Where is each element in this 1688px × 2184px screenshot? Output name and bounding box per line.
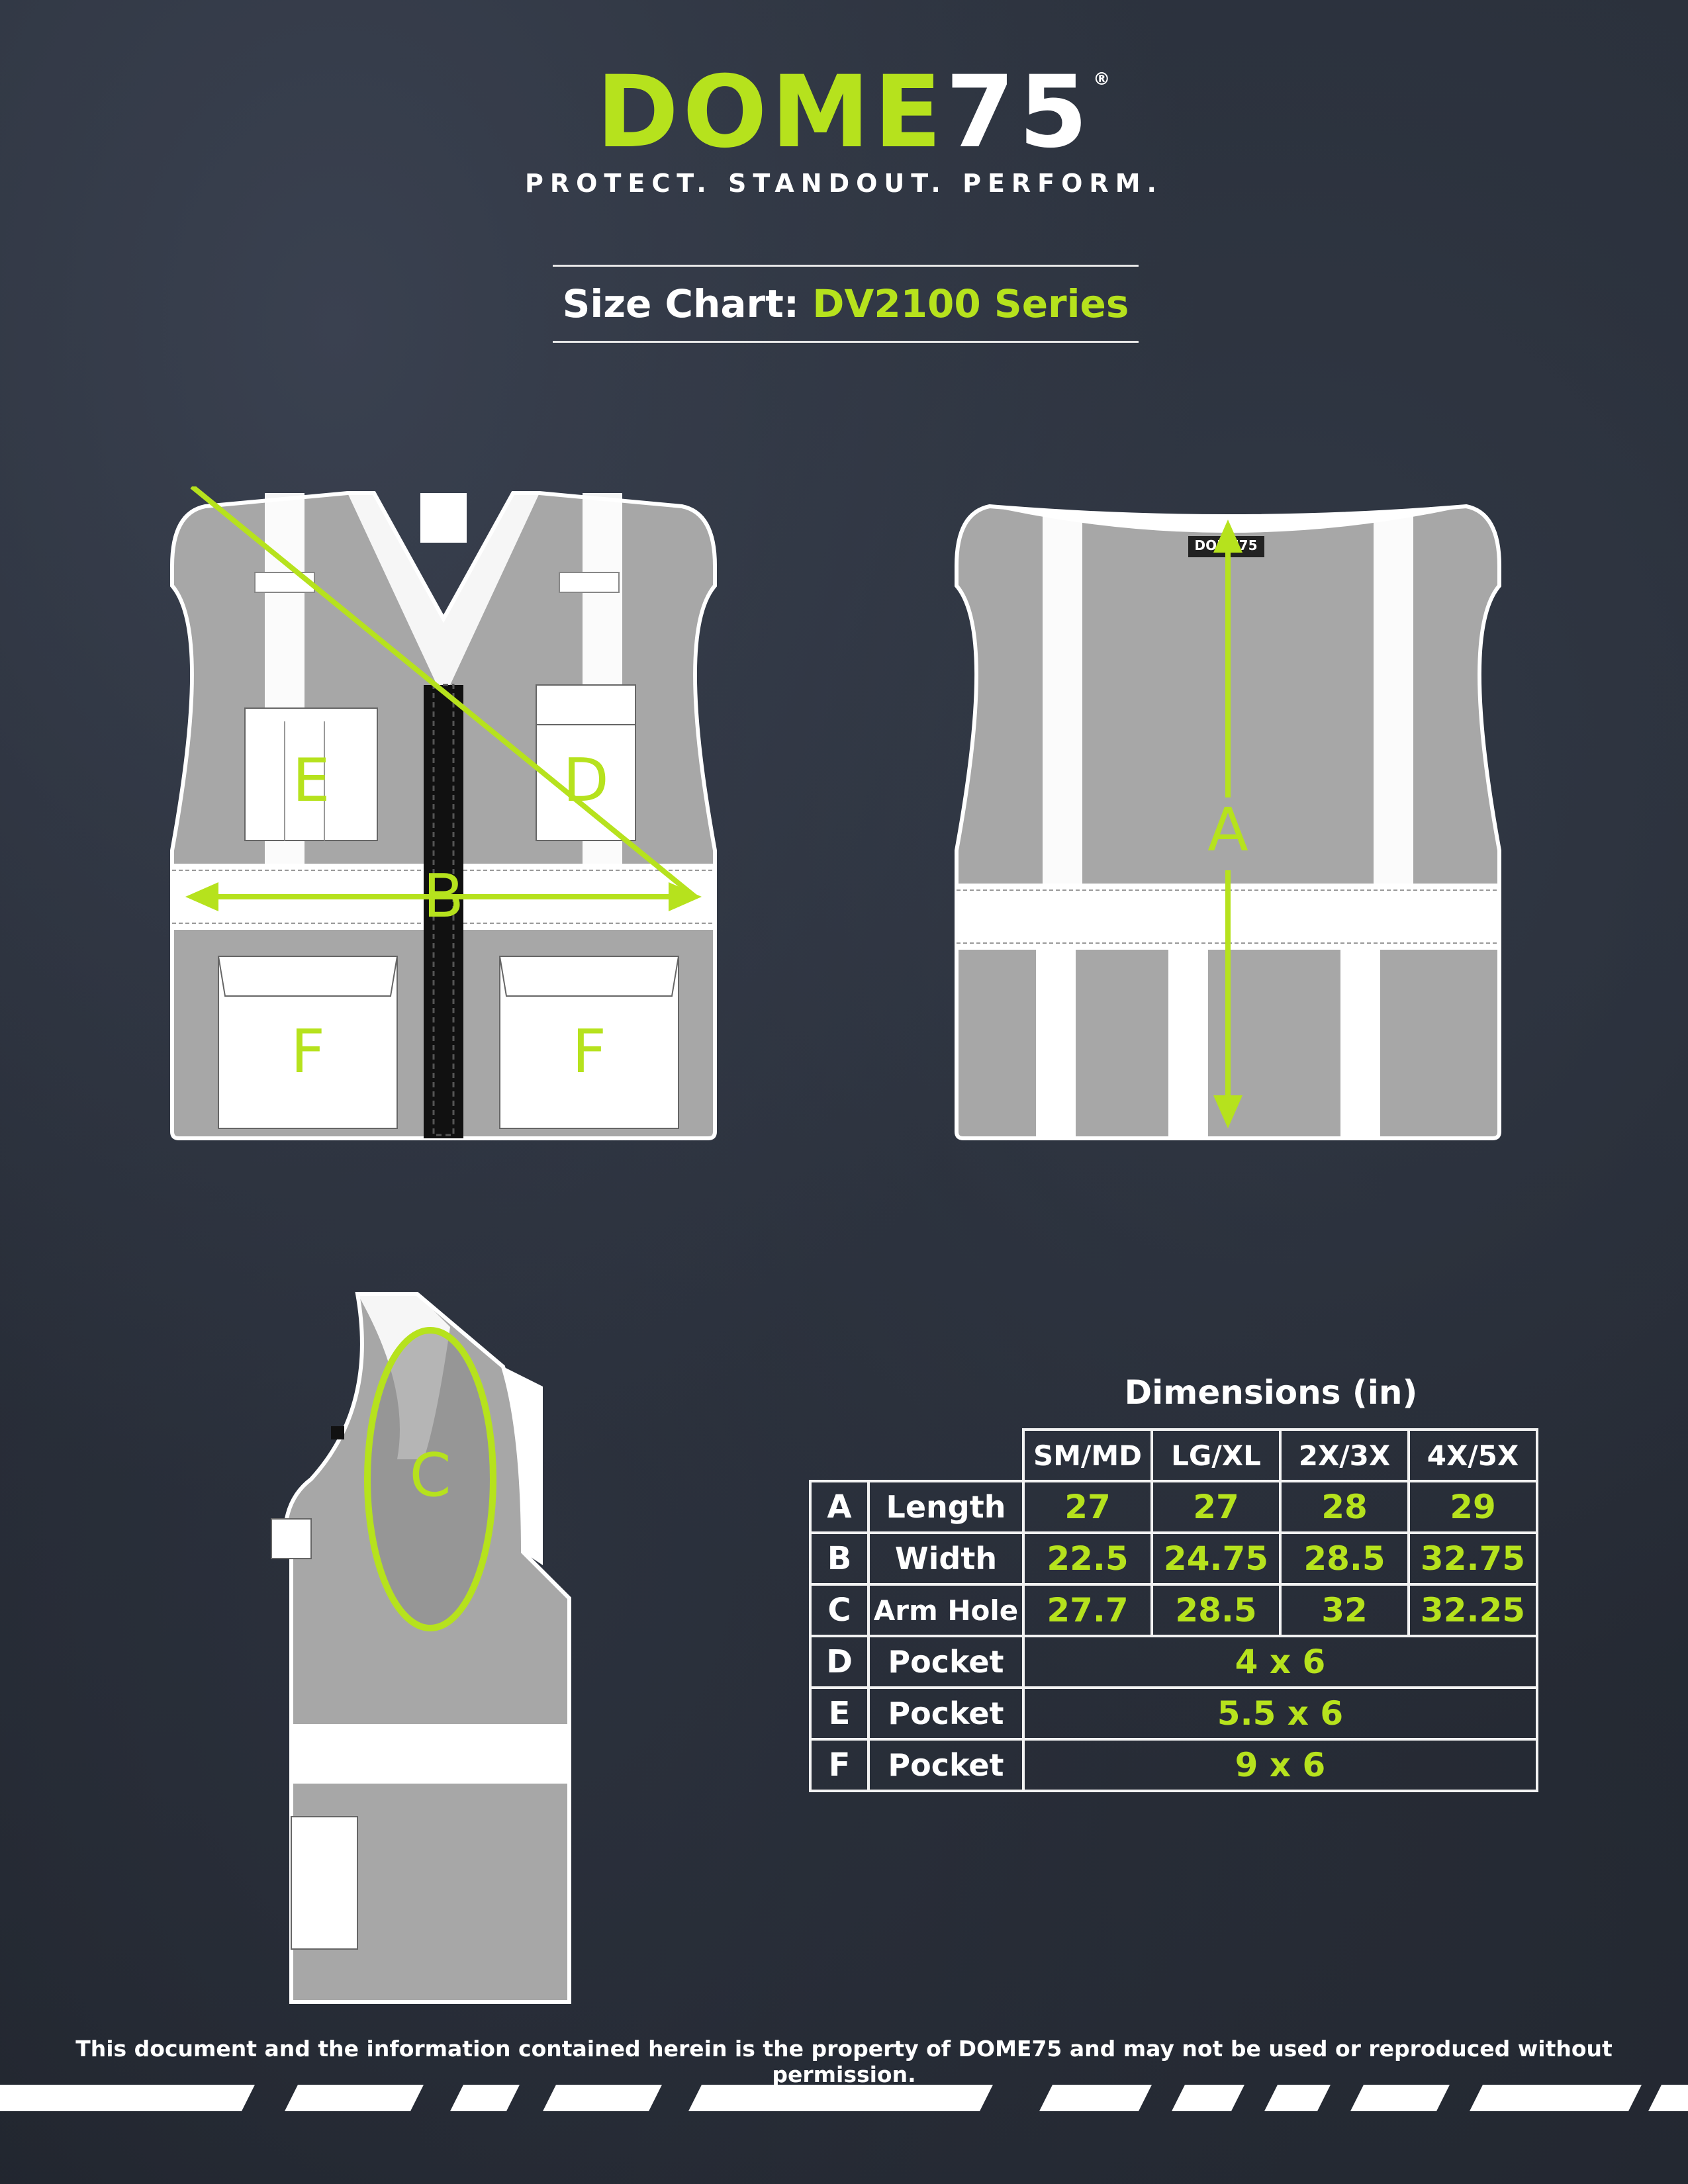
row-name: Width <box>867 1531 1025 1586</box>
label-f-right: F <box>572 1017 606 1087</box>
zipper <box>424 685 463 1138</box>
footer-stripes <box>0 2085 1688 2111</box>
row-letter: F <box>809 1738 870 1792</box>
table-row: A Length 27 27 28 29 <box>809 1480 1538 1534</box>
row-name: Pocket <box>867 1635 1025 1689</box>
registered-mark: ® <box>1093 69 1115 89</box>
row-value: 27 <box>1150 1480 1282 1534</box>
dimensions-title: Dimensions (in) <box>1124 1373 1418 1412</box>
row-name: Pocket <box>867 1738 1025 1792</box>
row-value: 28.5 <box>1279 1531 1410 1586</box>
row-value: 24.75 <box>1150 1531 1282 1586</box>
label-e: E <box>293 746 330 815</box>
size-header: 2X/3X <box>1279 1428 1410 1482</box>
label-c: C <box>410 1441 451 1510</box>
table-row: F Pocket 9 x 6 <box>809 1738 1538 1792</box>
label-d: D <box>563 746 608 815</box>
size-header: SM/MD <box>1022 1428 1153 1482</box>
dimensions-table: SM/MD LG/XL 2X/3X 4X/5X A Length 27 27 2… <box>809 1428 1538 1792</box>
row-value: 29 <box>1407 1480 1538 1534</box>
page-title: Size Chart: DV2100 Series <box>553 281 1139 326</box>
logo-number: 75 <box>945 55 1092 170</box>
table-corner <box>810 1430 1023 1481</box>
front-vest-drawing: E D B F F <box>170 486 717 1140</box>
row-value: 22.5 <box>1022 1531 1153 1586</box>
row-name: Arm Hole <box>867 1583 1025 1637</box>
table-row: C Arm Hole 27.7 28.5 32 32.25 <box>809 1583 1538 1637</box>
row-value: 32.25 <box>1407 1583 1538 1637</box>
size-header: 4X/5X <box>1407 1428 1538 1482</box>
row-span-value: 5.5 x 6 <box>1022 1686 1538 1741</box>
title-label: Size Chart: <box>562 281 800 326</box>
brand-logo: DOME75 ® PROTECT. STANDOUT. PERFORM. <box>0 63 1688 198</box>
footer-notice: This document and the information contai… <box>75 2036 1613 2087</box>
row-letter: C <box>809 1583 870 1637</box>
tagline: PROTECT. STANDOUT. PERFORM. <box>525 169 1163 198</box>
row-letter: B <box>809 1531 870 1586</box>
title-series: DV2100 Series <box>812 281 1129 326</box>
row-span-value: 4 x 6 <box>1022 1635 1538 1689</box>
table-row: E Pocket 5.5 x 6 <box>809 1686 1538 1741</box>
row-letter: A <box>809 1480 870 1534</box>
pocket-e <box>244 707 378 841</box>
side-vest-drawing: C <box>271 1292 571 2004</box>
row-name: Pocket <box>867 1686 1025 1741</box>
title-rule-bottom <box>553 341 1139 343</box>
table-header-row: SM/MD LG/XL 2X/3X 4X/5X <box>810 1428 1538 1482</box>
row-value: 28.5 <box>1150 1583 1282 1637</box>
row-letter: D <box>809 1635 870 1689</box>
logo-wordmark: DOME75 ® <box>596 63 1111 162</box>
row-value: 28 <box>1279 1480 1410 1534</box>
logo-dome: DOME <box>596 55 946 170</box>
row-letter: E <box>809 1686 870 1741</box>
size-header: LG/XL <box>1150 1428 1282 1482</box>
collar-tab <box>420 493 467 543</box>
row-value: 27.7 <box>1022 1583 1153 1637</box>
back-vest-drawing: DOME75 A <box>955 504 1501 1140</box>
row-value: 32 <box>1279 1583 1410 1637</box>
table-row: B Width 22.5 24.75 28.5 32.75 <box>809 1531 1538 1586</box>
label-a: A <box>1207 796 1248 865</box>
title-rule-top <box>553 265 1139 267</box>
label-f-left: F <box>291 1017 325 1087</box>
row-span-value: 9 x 6 <box>1022 1738 1538 1792</box>
label-b: B <box>423 862 464 931</box>
table-row: D Pocket 4 x 6 <box>809 1635 1538 1689</box>
row-value: 27 <box>1022 1480 1153 1534</box>
row-value: 32.75 <box>1407 1531 1538 1586</box>
row-name: Length <box>867 1480 1025 1534</box>
